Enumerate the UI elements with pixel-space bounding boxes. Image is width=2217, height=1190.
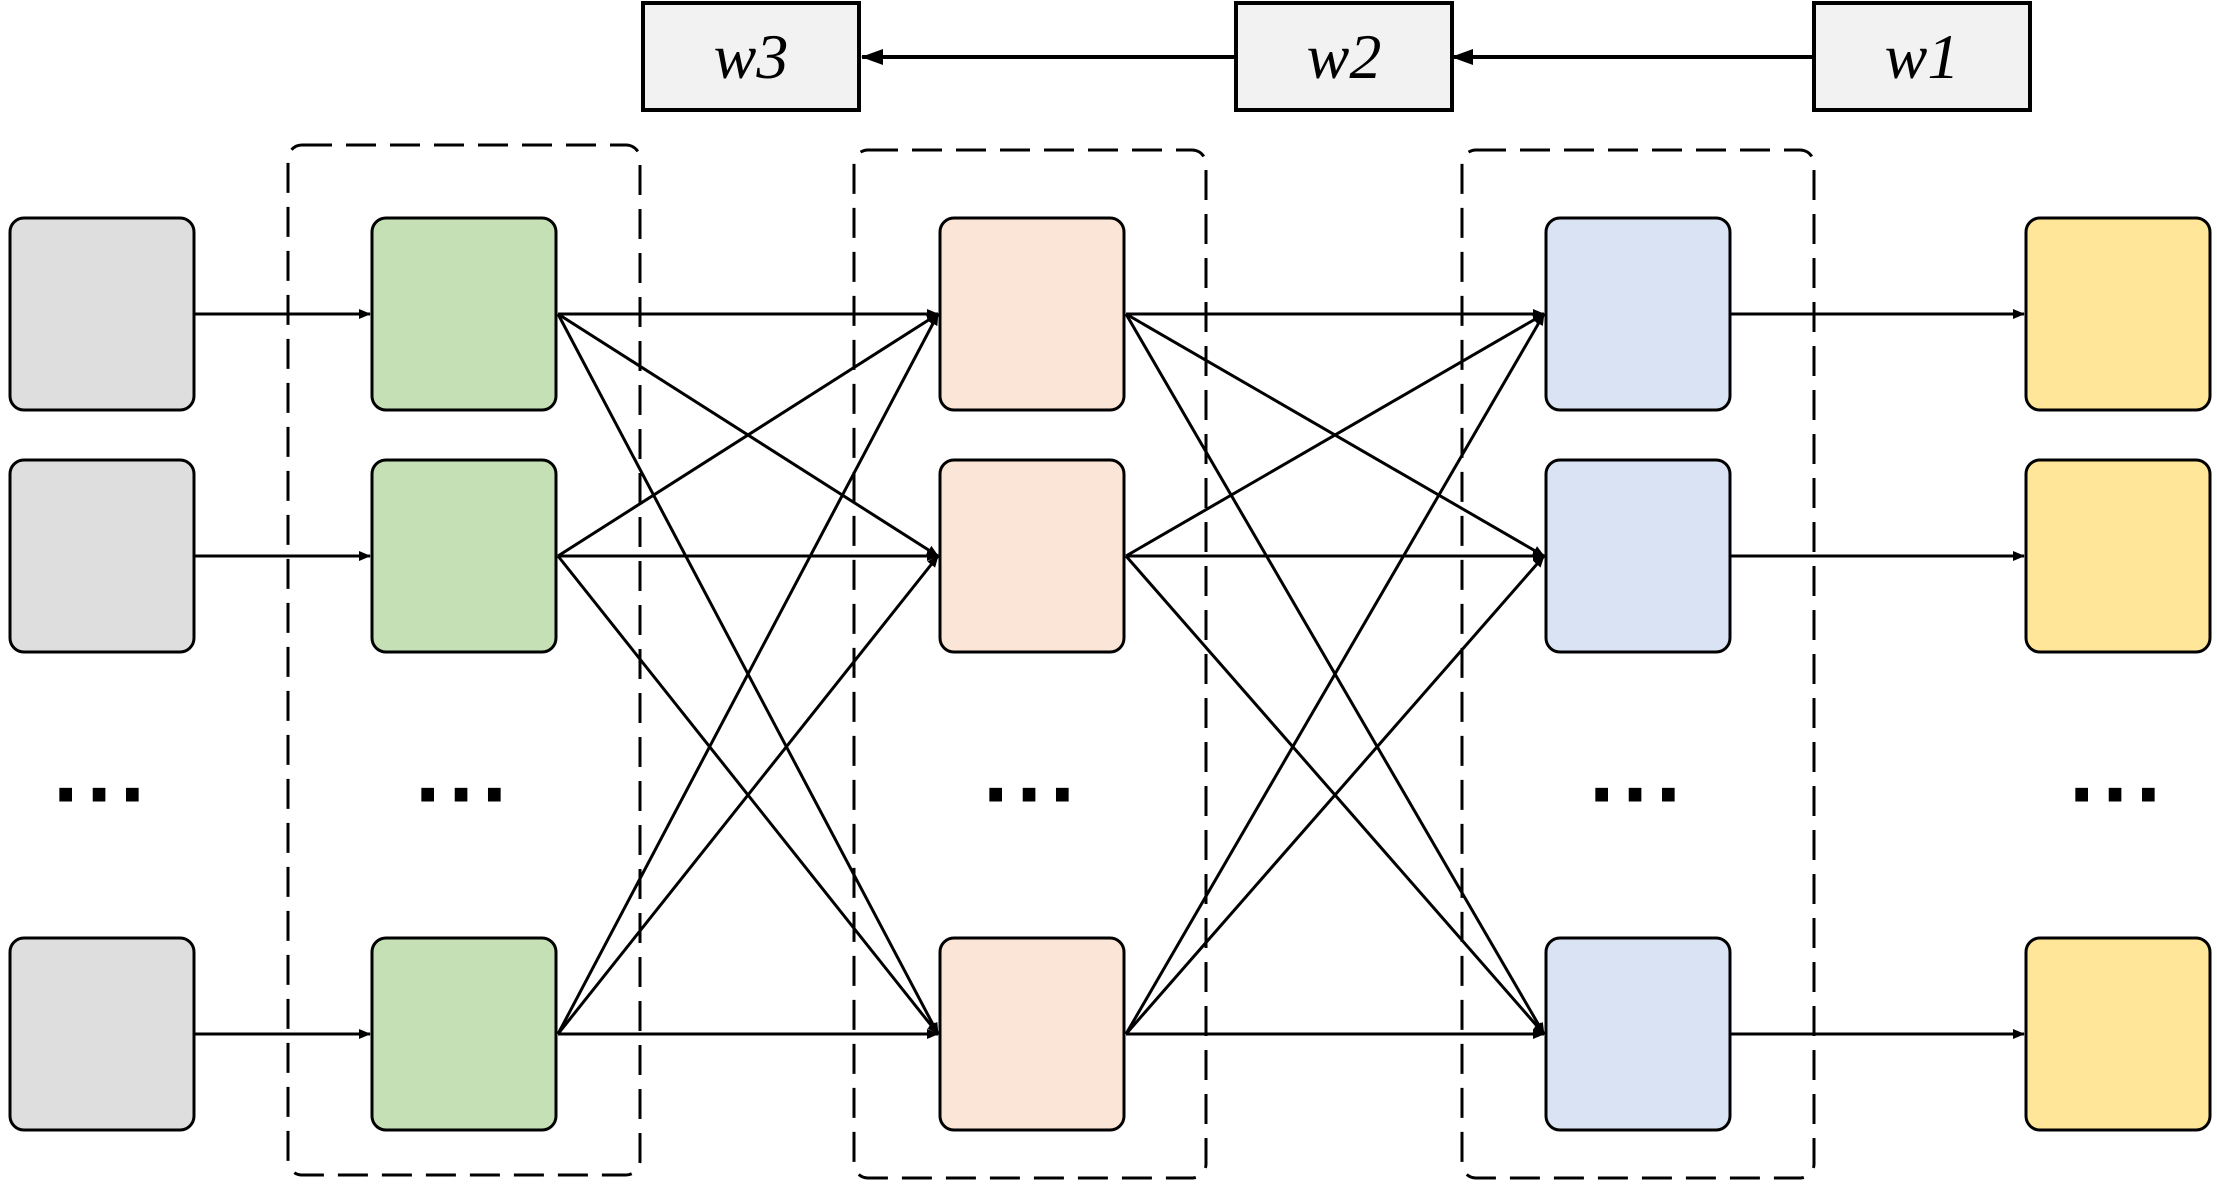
node-layer1-2 bbox=[370, 936, 558, 1132]
node-layer3-2 bbox=[1544, 936, 1732, 1132]
ellipsis-markers: ··· ··· ··· ··· ··· bbox=[52, 753, 2168, 837]
edge-layer1-1-layer2-0 bbox=[557, 312, 939, 558]
edge-layer1-2-layer2-1 bbox=[556, 555, 940, 1035]
edge-layer2-2-layer3-1 bbox=[1124, 555, 1546, 1035]
weight-label-w3: w3 bbox=[714, 21, 789, 92]
node-layer2-2 bbox=[938, 936, 1126, 1132]
node-output-0 bbox=[2024, 216, 2212, 412]
node-layer1-0 bbox=[370, 216, 558, 412]
ellipsis-input: ··· bbox=[52, 753, 152, 837]
node-layer3-1 bbox=[1544, 458, 1732, 654]
weight-box-w2 bbox=[1234, 1, 1454, 112]
node-input-1 bbox=[8, 458, 196, 654]
node-output-1 bbox=[2024, 458, 2212, 654]
node-layer2-0 bbox=[938, 216, 1126, 412]
node-layer3-0 bbox=[1544, 216, 1732, 412]
ellipsis-layer3: ··· bbox=[1588, 753, 1688, 837]
edge-layer2-2-layer3-0 bbox=[1124, 313, 1546, 1035]
weight-label-w1: w1 bbox=[1885, 21, 1960, 92]
node-layer2-1 bbox=[938, 458, 1126, 654]
ellipsis-output: ··· bbox=[2068, 753, 2168, 837]
edge-layer1-2-layer2-0 bbox=[556, 313, 940, 1035]
connections bbox=[194, 309, 2025, 1039]
weight-label-w2: w2 bbox=[1307, 21, 1382, 92]
nodes bbox=[8, 216, 2212, 1132]
ellipsis-layer2: ··· bbox=[982, 753, 1082, 837]
weight-box-w1 bbox=[1812, 1, 2032, 112]
weight-flow: w3 w2 w1 bbox=[641, 1, 2032, 112]
node-output-2 bbox=[2024, 936, 2212, 1132]
node-layer1-1 bbox=[370, 458, 558, 654]
ellipsis-layer1: ··· bbox=[414, 753, 514, 837]
frame-layer3 bbox=[1460, 148, 1816, 1180]
node-input-2 bbox=[8, 936, 196, 1132]
weight-box-w3 bbox=[641, 1, 861, 112]
node-input-0 bbox=[8, 216, 196, 412]
edge-layer2-1-layer3-0 bbox=[1125, 312, 1545, 558]
